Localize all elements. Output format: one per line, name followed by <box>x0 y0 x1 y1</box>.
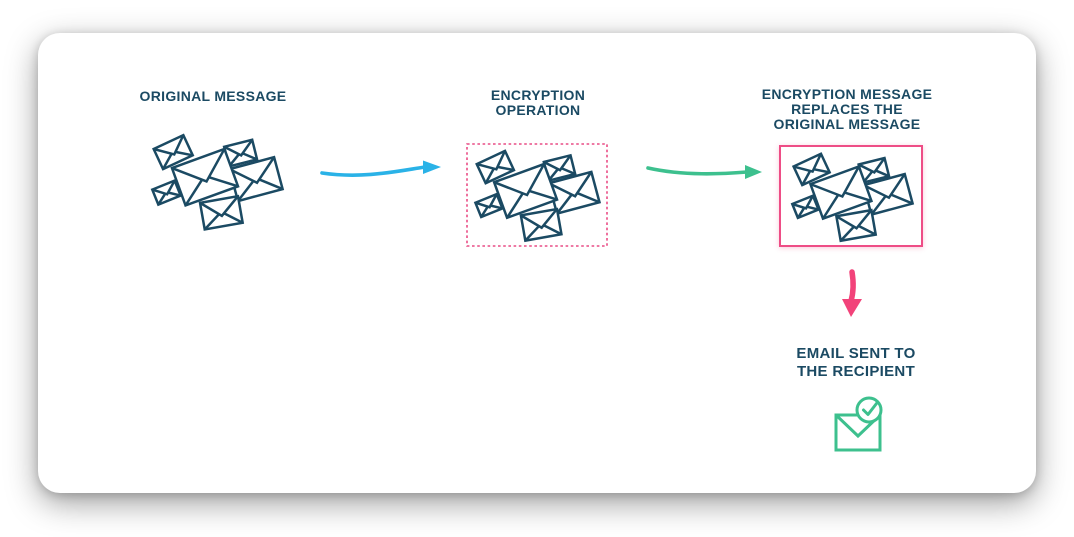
step-title-encryption-operation: ENCRYPTION OPERATION <box>490 87 586 118</box>
envelope-cluster-icon <box>150 130 285 234</box>
arrow-right-blue-icon <box>320 160 441 177</box>
arrow-right-green-icon <box>646 165 762 179</box>
envelope-check-icon <box>834 396 883 452</box>
step-title-encryption-replaces: ENCRYPTION MESSAGE REPLACES THE ORIGINAL… <box>761 86 933 132</box>
envelope-cluster-icon <box>471 146 604 245</box>
step-title-email-sent: EMAIL SENT TO THE RECIPIENT <box>796 345 916 380</box>
arrow-down-pink-icon <box>842 269 862 317</box>
envelope-cluster-icon <box>786 149 919 245</box>
step-title-original-message: ORIGINAL MESSAGE <box>139 88 287 104</box>
